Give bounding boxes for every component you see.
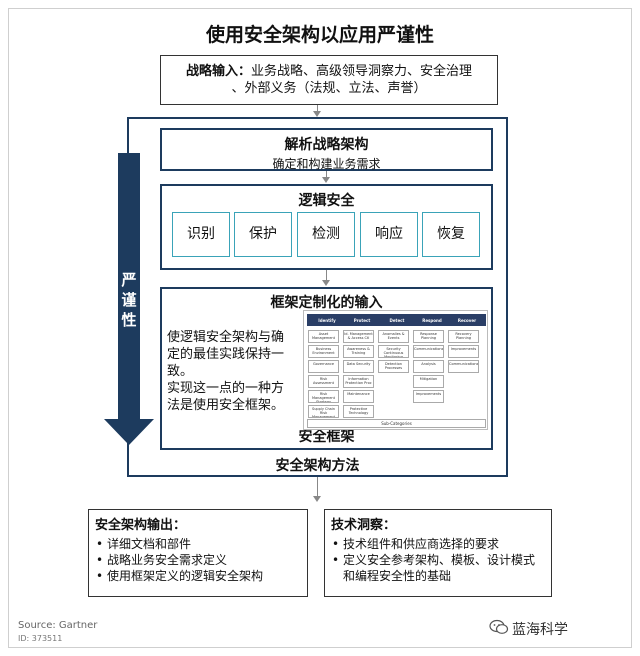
parse-strategy-sub: 确定和构建业务需求	[272, 157, 381, 171]
parse-strategy-heading: 解析战略架构	[284, 137, 369, 153]
mini-cell: Anomalies & Events	[378, 330, 409, 343]
mini-cell: Id. Management & Access Ctl	[343, 330, 374, 343]
framework-thumbnail: Identify Protect Detect Respond Recover …	[303, 310, 488, 430]
strategic-input-label: 战略输入：	[185, 64, 251, 79]
function-detect: 检测	[297, 212, 355, 257]
framework-desc-line-2: 定的最佳实践保持一	[167, 347, 285, 362]
connector-arrow-1	[322, 177, 330, 183]
connector-line-1	[326, 171, 327, 178]
framework-desc-line-1: 使逻辑安全架构与确	[167, 330, 285, 345]
strategic-input-text-1: 业务战略、高级领导洞察力、安全治理	[251, 64, 473, 79]
document-id: ID: 373511	[18, 634, 63, 643]
output-item-3: 使用框架定义的逻辑安全架构	[95, 568, 301, 584]
connector-line-2	[326, 270, 327, 281]
connector-arrow-top	[313, 111, 321, 117]
diagram-title: 使用安全架构以应用严谨性	[205, 24, 434, 46]
mini-cell: Awareness & Training	[343, 345, 374, 358]
mini-col-respond: Respond	[422, 318, 442, 323]
rigor-char-1: 严	[121, 271, 137, 289]
mini-cell: Analysis	[413, 360, 444, 373]
framework-desc-line-3: 致。	[167, 364, 194, 379]
framework-input-description: 使逻辑安全架构与确 定的最佳实践保持一 致。 实现这一点的一种方 法是使用安全框…	[167, 329, 305, 414]
architecture-output-box: 安全架构输出： 详细文档和部件 战略业务安全需求定义 使用框架定义的逻辑安全架构	[88, 509, 308, 597]
connector-line-top	[317, 105, 318, 112]
logical-security-heading: 逻辑安全	[298, 193, 355, 209]
brand-name: 蓝海科学	[512, 622, 568, 638]
mini-cell: Governance	[308, 360, 339, 373]
mini-col-recover: Recover	[457, 318, 477, 323]
tech-item-2: 定义安全参考架构、模板、设计模式和编程安全性的基础	[331, 552, 545, 584]
connector-arrow-2	[322, 280, 330, 286]
source-note: Source: Gartner	[18, 620, 98, 631]
rigor-arrow-head	[104, 419, 154, 445]
mini-col-detect: Detect	[389, 318, 405, 323]
mini-cell: Asset Management	[308, 330, 339, 343]
mini-cell: Improvements	[448, 345, 479, 358]
mini-cell: Response Planning	[413, 330, 444, 343]
framework-desc-line-5: 法是使用安全框架。	[167, 398, 285, 413]
mini-cell: Security Continuous Monitoring	[378, 345, 409, 358]
tech-item-1: 技术组件和供应商选择的要求	[331, 536, 545, 552]
connector-arrow-bottom	[313, 496, 321, 502]
output-item-2: 战略业务安全需求定义	[95, 552, 301, 568]
mini-cell: Communications	[413, 345, 444, 358]
mini-cell: Maintenance	[343, 390, 374, 403]
mini-cell: Information Protection Proc	[343, 375, 374, 388]
rigor-label: 严 谨 性	[118, 270, 140, 330]
strategic-input-text-2: 、外部义务（法规、立法、声誉）	[231, 81, 427, 96]
framework-thumbnail-header: Identify Protect Detect Respond Recover	[307, 314, 486, 326]
parse-strategy-box: 解析战略架构 确定和构建业务需求	[160, 128, 493, 171]
mini-col-protect: Protect	[353, 318, 371, 323]
framework-input-heading: 框架定制化的输入	[270, 295, 383, 311]
technology-insight-box: 技术洞察： 技术组件和供应商选择的要求 定义安全参考架构、模板、设计模式和编程安…	[324, 509, 552, 597]
mini-cell: Data Security	[343, 360, 374, 373]
mini-cell: Protective Technology	[343, 405, 374, 418]
strategic-input-box: 战略输入：业务战略、高级领导洞察力、安全治理 、外部义务（法规、立法、声誉）	[160, 55, 498, 105]
function-recover: 恢复	[422, 212, 480, 257]
mini-col-identify: Identify	[318, 318, 336, 323]
mini-cell: Supply Chain Risk Management	[308, 405, 339, 418]
security-architecture-method-label: 安全架构方法	[275, 458, 360, 474]
security-framework-label: 安全框架	[298, 429, 355, 445]
mini-cell: Recovery Planning	[448, 330, 479, 343]
technology-insight-heading: 技术洞察：	[331, 518, 397, 533]
function-protect: 保护	[234, 212, 292, 257]
mini-cell: Risk Assessment	[308, 375, 339, 388]
mini-cell: Business Environment	[308, 345, 339, 358]
wechat-icon	[489, 619, 509, 634]
rigor-arrow-body	[118, 153, 140, 421]
connector-line-bottom	[317, 477, 318, 497]
output-item-1: 详细文档和部件	[95, 536, 301, 552]
mini-cell: Improvements	[413, 390, 444, 403]
mini-cell: Mitigation	[413, 375, 444, 388]
mini-cell: Risk Management Strategy	[308, 390, 339, 403]
mini-cell: Communications	[448, 360, 479, 373]
function-respond: 响应	[360, 212, 418, 257]
framework-desc-line-4: 实现这一点的一种方	[167, 381, 285, 396]
mini-subcategories: Sub-Categories	[307, 419, 486, 428]
mini-cell: Detection Processes	[378, 360, 409, 373]
rigor-char-2: 谨	[121, 291, 137, 309]
architecture-output-heading: 安全架构输出：	[95, 518, 187, 533]
figure-frame	[8, 8, 632, 648]
function-identify: 识别	[172, 212, 230, 257]
rigor-char-3: 性	[121, 311, 137, 329]
